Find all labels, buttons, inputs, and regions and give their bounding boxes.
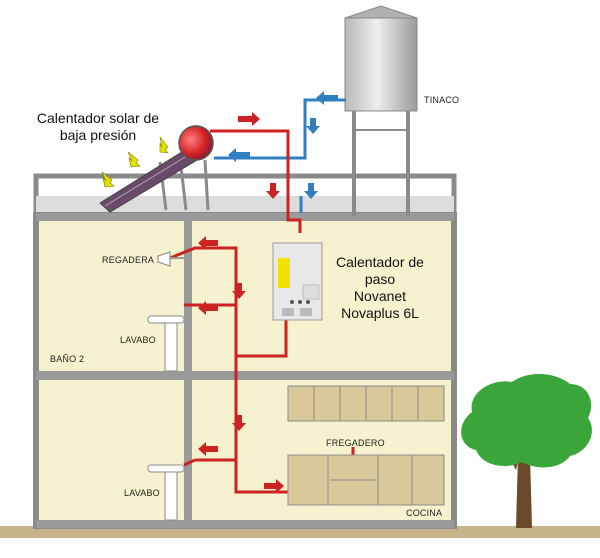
shower-head [157, 251, 184, 267]
heater-label-line4: Novaplus 6L [341, 305, 419, 321]
kitchen-lower-cabinets [287, 454, 445, 506]
kitchen-label: COCINA [406, 508, 443, 518]
kitchen-sink-label: FREGADERO [326, 438, 385, 448]
floor-slab-bottom [36, 520, 454, 528]
heater-label-line1: Calentador de [336, 254, 424, 270]
tree [461, 373, 592, 528]
kitchen-upper-cabinets [287, 385, 445, 422]
solar-heater [99, 125, 214, 213]
interior-wall [184, 218, 192, 523]
water-tank [344, 5, 418, 216]
heater-label: Calentador de paso Novanet Novaplus 6L [330, 254, 430, 322]
sink-upper-label: LAVABO [120, 335, 156, 345]
sink-lower [147, 464, 185, 521]
tankless-heater [272, 242, 323, 321]
solar-heater-label-line1: Calentador solar de [36, 110, 160, 126]
sun-arrows [101, 136, 169, 188]
solar-heater-label-line2: baja presión [59, 127, 137, 143]
shower-label: REGADERA [102, 255, 155, 265]
heater-label-line2: paso [364, 271, 396, 287]
sink-upper [147, 315, 185, 372]
flow-arrows [198, 91, 338, 493]
heater-label-line3: Novanet [353, 288, 407, 304]
floor-slab-upper [36, 213, 454, 221]
tank-label: TINACO [424, 95, 460, 105]
solar-heater-label: Calentador solar de baja presión [34, 110, 162, 144]
bathroom-label: BAÑO 2 [50, 354, 85, 364]
floor-slab-middle [36, 371, 454, 380]
sink-lower-label: LAVABO [124, 488, 160, 498]
